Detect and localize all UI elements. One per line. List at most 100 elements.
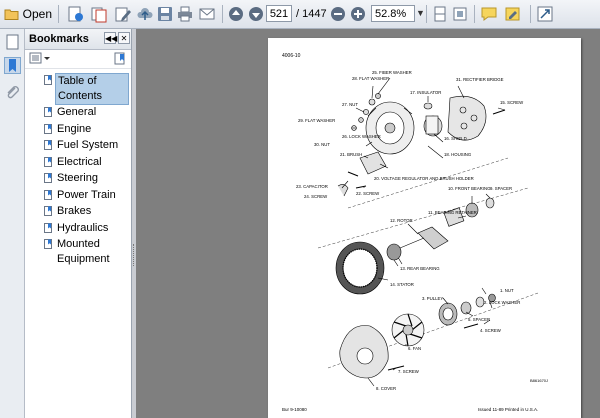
bookmark-label: Hydraulics	[57, 221, 109, 234]
options-list-icon	[29, 52, 50, 64]
bookmark-table-of-contents[interactable]: Table of Contents	[25, 73, 131, 105]
zoom-level-select[interactable]: 52.8%	[371, 5, 415, 22]
bookmark-general[interactable]: General	[25, 105, 131, 122]
label-housing-18: 18. HOUSING	[444, 152, 472, 157]
label-front-bearing-10: 10. FRONT BEARING	[448, 186, 491, 191]
bookmark-label: General	[57, 106, 97, 118]
label-stator-14: 14. STATOR	[390, 282, 414, 287]
bookmark-fuel-system[interactable]: Fuel System	[25, 138, 131, 155]
envelope-icon	[199, 8, 215, 20]
label-bearing-retainer-11: 11. BEARING RETAINER	[428, 210, 477, 215]
save-icon	[158, 7, 172, 21]
alternator-exploded-diagram: 28. FLAT WASHER 25. FIBER WASHER 17. INS…	[296, 70, 539, 391]
page-footer-left: Bur 9-10080	[282, 407, 307, 412]
bookmark-icon	[44, 206, 52, 216]
bookmark-label: Engine	[57, 122, 92, 135]
bookmark-label: Fuel System	[57, 139, 119, 151]
page-number-input[interactable]	[266, 5, 292, 22]
create-pdf-icon	[68, 6, 83, 22]
fit-width-icon	[434, 6, 446, 22]
next-page-button[interactable]	[246, 4, 266, 24]
zoom-level-value: 52.8%	[375, 7, 407, 20]
bookmark-hydraulics[interactable]: Hydraulics	[25, 221, 131, 238]
label-nut-27: 27. NUT	[342, 102, 358, 107]
page-header-number: 4006-10	[282, 53, 301, 59]
panel-splitter[interactable]	[132, 29, 136, 418]
bookmark-label: Power Train	[57, 188, 116, 201]
label-fiber-washer-25: 25. FIBER WASHER	[372, 70, 412, 75]
toolbar-separator	[426, 5, 427, 23]
splitter-grip[interactable]	[133, 244, 136, 266]
label-lock-washer-2: 2. LOCK WASHER	[484, 300, 520, 305]
combine-files-button[interactable]	[88, 4, 110, 24]
fit-page-icon	[453, 7, 467, 21]
bookmark-icon	[44, 75, 52, 85]
label-screw-22: 22. SCREW	[356, 191, 380, 196]
bookmark-steering[interactable]: Steering	[25, 171, 131, 188]
navigation-strip	[0, 29, 25, 418]
fit-page-button[interactable]	[450, 4, 470, 24]
bookmark-label: Electrical	[57, 155, 102, 168]
bookmark-electrical[interactable]: Electrical	[25, 155, 131, 172]
label-flat-washer-29: 29. FLAT WASHER	[298, 118, 335, 123]
label-capacitor-23: 23. CAPACITOR	[296, 184, 328, 189]
label-screw-15: 15. SCREW	[500, 100, 524, 105]
new-bookmark-button[interactable]	[114, 52, 128, 65]
toolbar-separator	[222, 5, 223, 23]
bookmark-brakes[interactable]: Brakes	[25, 204, 131, 221]
zoom-in-button[interactable]	[349, 4, 367, 24]
label-rectifier-bridge-31: 31. RECTIFIER BRIDGE	[456, 77, 504, 82]
sign-button[interactable]	[502, 4, 524, 24]
combine-files-icon	[91, 7, 107, 23]
email-button[interactable]	[196, 4, 218, 24]
label-pulley-3: 3. PULLEY	[422, 296, 443, 301]
bookmark-power-train[interactable]: Power Train	[25, 188, 131, 205]
document-view[interactable]: 4006-10	[136, 29, 600, 418]
double-chevron-left-icon: ◀◀	[105, 34, 118, 43]
paperclip-icon	[7, 86, 19, 99]
bookmarks-panel-button[interactable]	[4, 57, 21, 74]
printer-icon	[178, 6, 192, 22]
fit-width-button[interactable]	[430, 4, 450, 24]
bookmark-icon	[44, 173, 52, 183]
zoom-out-button[interactable]	[329, 4, 347, 24]
close-panel-button[interactable]: ✕	[118, 32, 130, 44]
bookmark-icon	[44, 156, 52, 167]
bookmark-icon	[9, 59, 16, 72]
toolbar-separator	[530, 5, 531, 23]
bookmark-label: Steering	[57, 172, 98, 184]
bookmark-list: Table of Contents General Engine Fuel Sy…	[25, 73, 131, 269]
upload-button[interactable]	[134, 4, 156, 24]
print-button[interactable]	[174, 4, 196, 24]
sign-pen-icon	[505, 7, 520, 21]
expand-arrows-icon	[537, 6, 553, 22]
new-bookmark-icon	[114, 52, 125, 65]
bookmarks-toolbar	[25, 50, 131, 69]
arrow-down-icon	[249, 7, 263, 21]
expand-button[interactable]	[534, 4, 556, 24]
label-cover-8: 8. COVER	[376, 386, 396, 391]
toolbar-separator	[474, 5, 475, 23]
minus-circle-icon	[331, 7, 345, 21]
figure-code: B861670J	[530, 378, 549, 383]
label-spacer-5: 5. SPACER	[468, 317, 490, 322]
bookmark-mounted-equipment[interactable]: Mounted Equipment	[25, 237, 131, 269]
page-total-label: / 1447	[296, 8, 327, 20]
chevron-down-icon[interactable]: ▼	[416, 8, 425, 18]
collapse-panel-button[interactable]: ◀◀	[104, 32, 118, 44]
close-icon: ✕	[120, 34, 128, 43]
comment-button[interactable]	[478, 4, 500, 24]
speech-bubble-icon	[481, 7, 497, 21]
save-button[interactable]	[154, 4, 176, 24]
create-pdf-button[interactable]	[64, 4, 86, 24]
label-nut-1: 1. NUT	[500, 288, 514, 293]
bookmark-engine[interactable]: Engine	[25, 122, 131, 139]
label-screw-24: 24. SCREW	[304, 194, 328, 199]
pages-panel-button[interactable]	[4, 33, 21, 50]
previous-page-button[interactable]	[226, 4, 246, 24]
edit-button[interactable]	[112, 4, 134, 24]
open-button[interactable]: Open	[4, 4, 52, 24]
attachments-panel-button[interactable]	[4, 84, 21, 101]
label-screw-4: 4. SCREW	[480, 328, 502, 333]
options-menu-button[interactable]	[29, 52, 51, 65]
